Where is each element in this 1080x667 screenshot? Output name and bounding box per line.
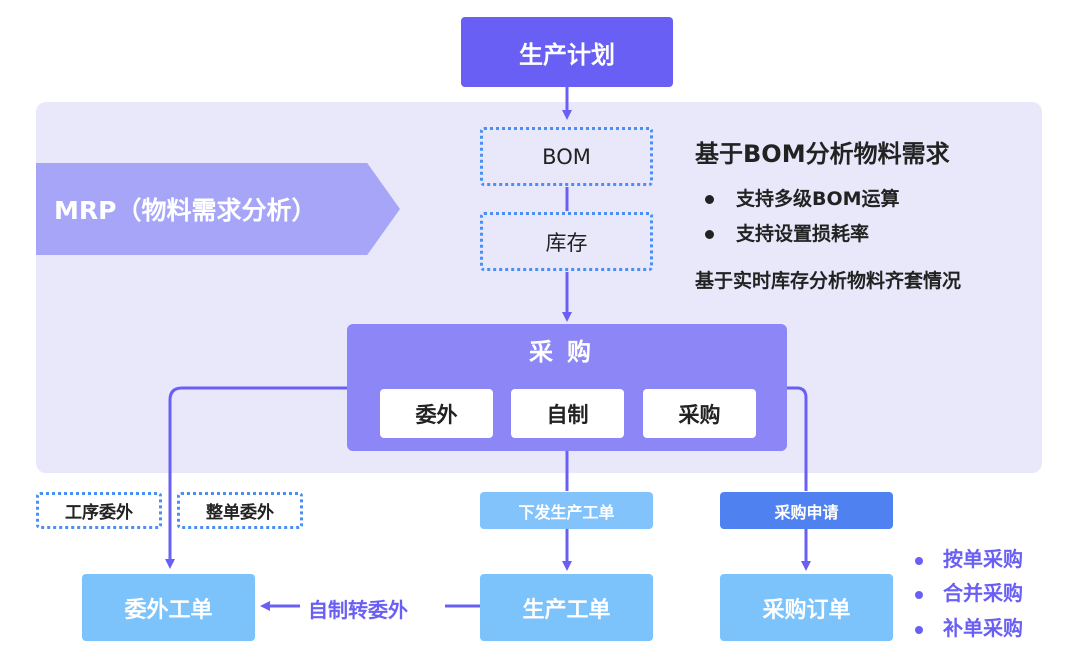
purchase-request-label: 采购申请 [720,492,893,529]
purchase-method-text: 合并采购 [943,581,1023,605]
purchase-method: 按单采购 [915,543,1023,572]
line-purchase-to-request [787,386,808,491]
inventory-box: 库存 [480,212,653,271]
info-bullet: 支持设置损耗率 [705,219,869,246]
info-bullet-text: 支持设置损耗率 [736,223,870,245]
info-footer: 基于实时库存分析物料齐套情况 [695,270,962,292]
option-outsource: 委外 [380,389,493,438]
bullet-dot [915,590,923,599]
purchase-method-text: 按单采购 [943,547,1023,571]
info-title: 基于BOM分析物料需求 [695,140,950,168]
purchase-method: 补单采购 [915,612,1023,641]
option-self-made: 自制 [511,389,624,438]
bullet-dot [915,556,923,565]
purchase-order-box: 采购订单 [720,574,893,641]
info-bullet: 支持多级BOM运算 [705,184,900,211]
production-plan-box: 生产计划 [461,17,673,87]
bullet-dot [705,230,714,239]
mrp-label: MRP（物料需求分析） [36,163,400,255]
issue-work-order-label: 下发生产工单 [480,492,653,529]
whole-order-outsource-box: 整单委外 [177,492,303,529]
arrow-purchase-to-outsource [165,386,347,569]
purchase-method-text: 补单采购 [943,616,1023,640]
outsource-work-order-box: 委外工单 [82,574,255,641]
purchase-title: 采购 [529,338,605,366]
bullet-dot [705,195,714,204]
self-to-outsource-label: 自制转委外 [308,598,408,622]
option-purchase: 采购 [643,389,756,438]
bom-box: BOM [480,127,653,186]
process-outsource-box: 工序委外 [36,492,162,529]
info-bullet-text: 支持多级BOM运算 [736,188,900,210]
purchase-method: 合并采购 [915,577,1023,606]
bullet-dot [915,625,923,634]
production-work-order-box: 生产工单 [480,574,653,641]
